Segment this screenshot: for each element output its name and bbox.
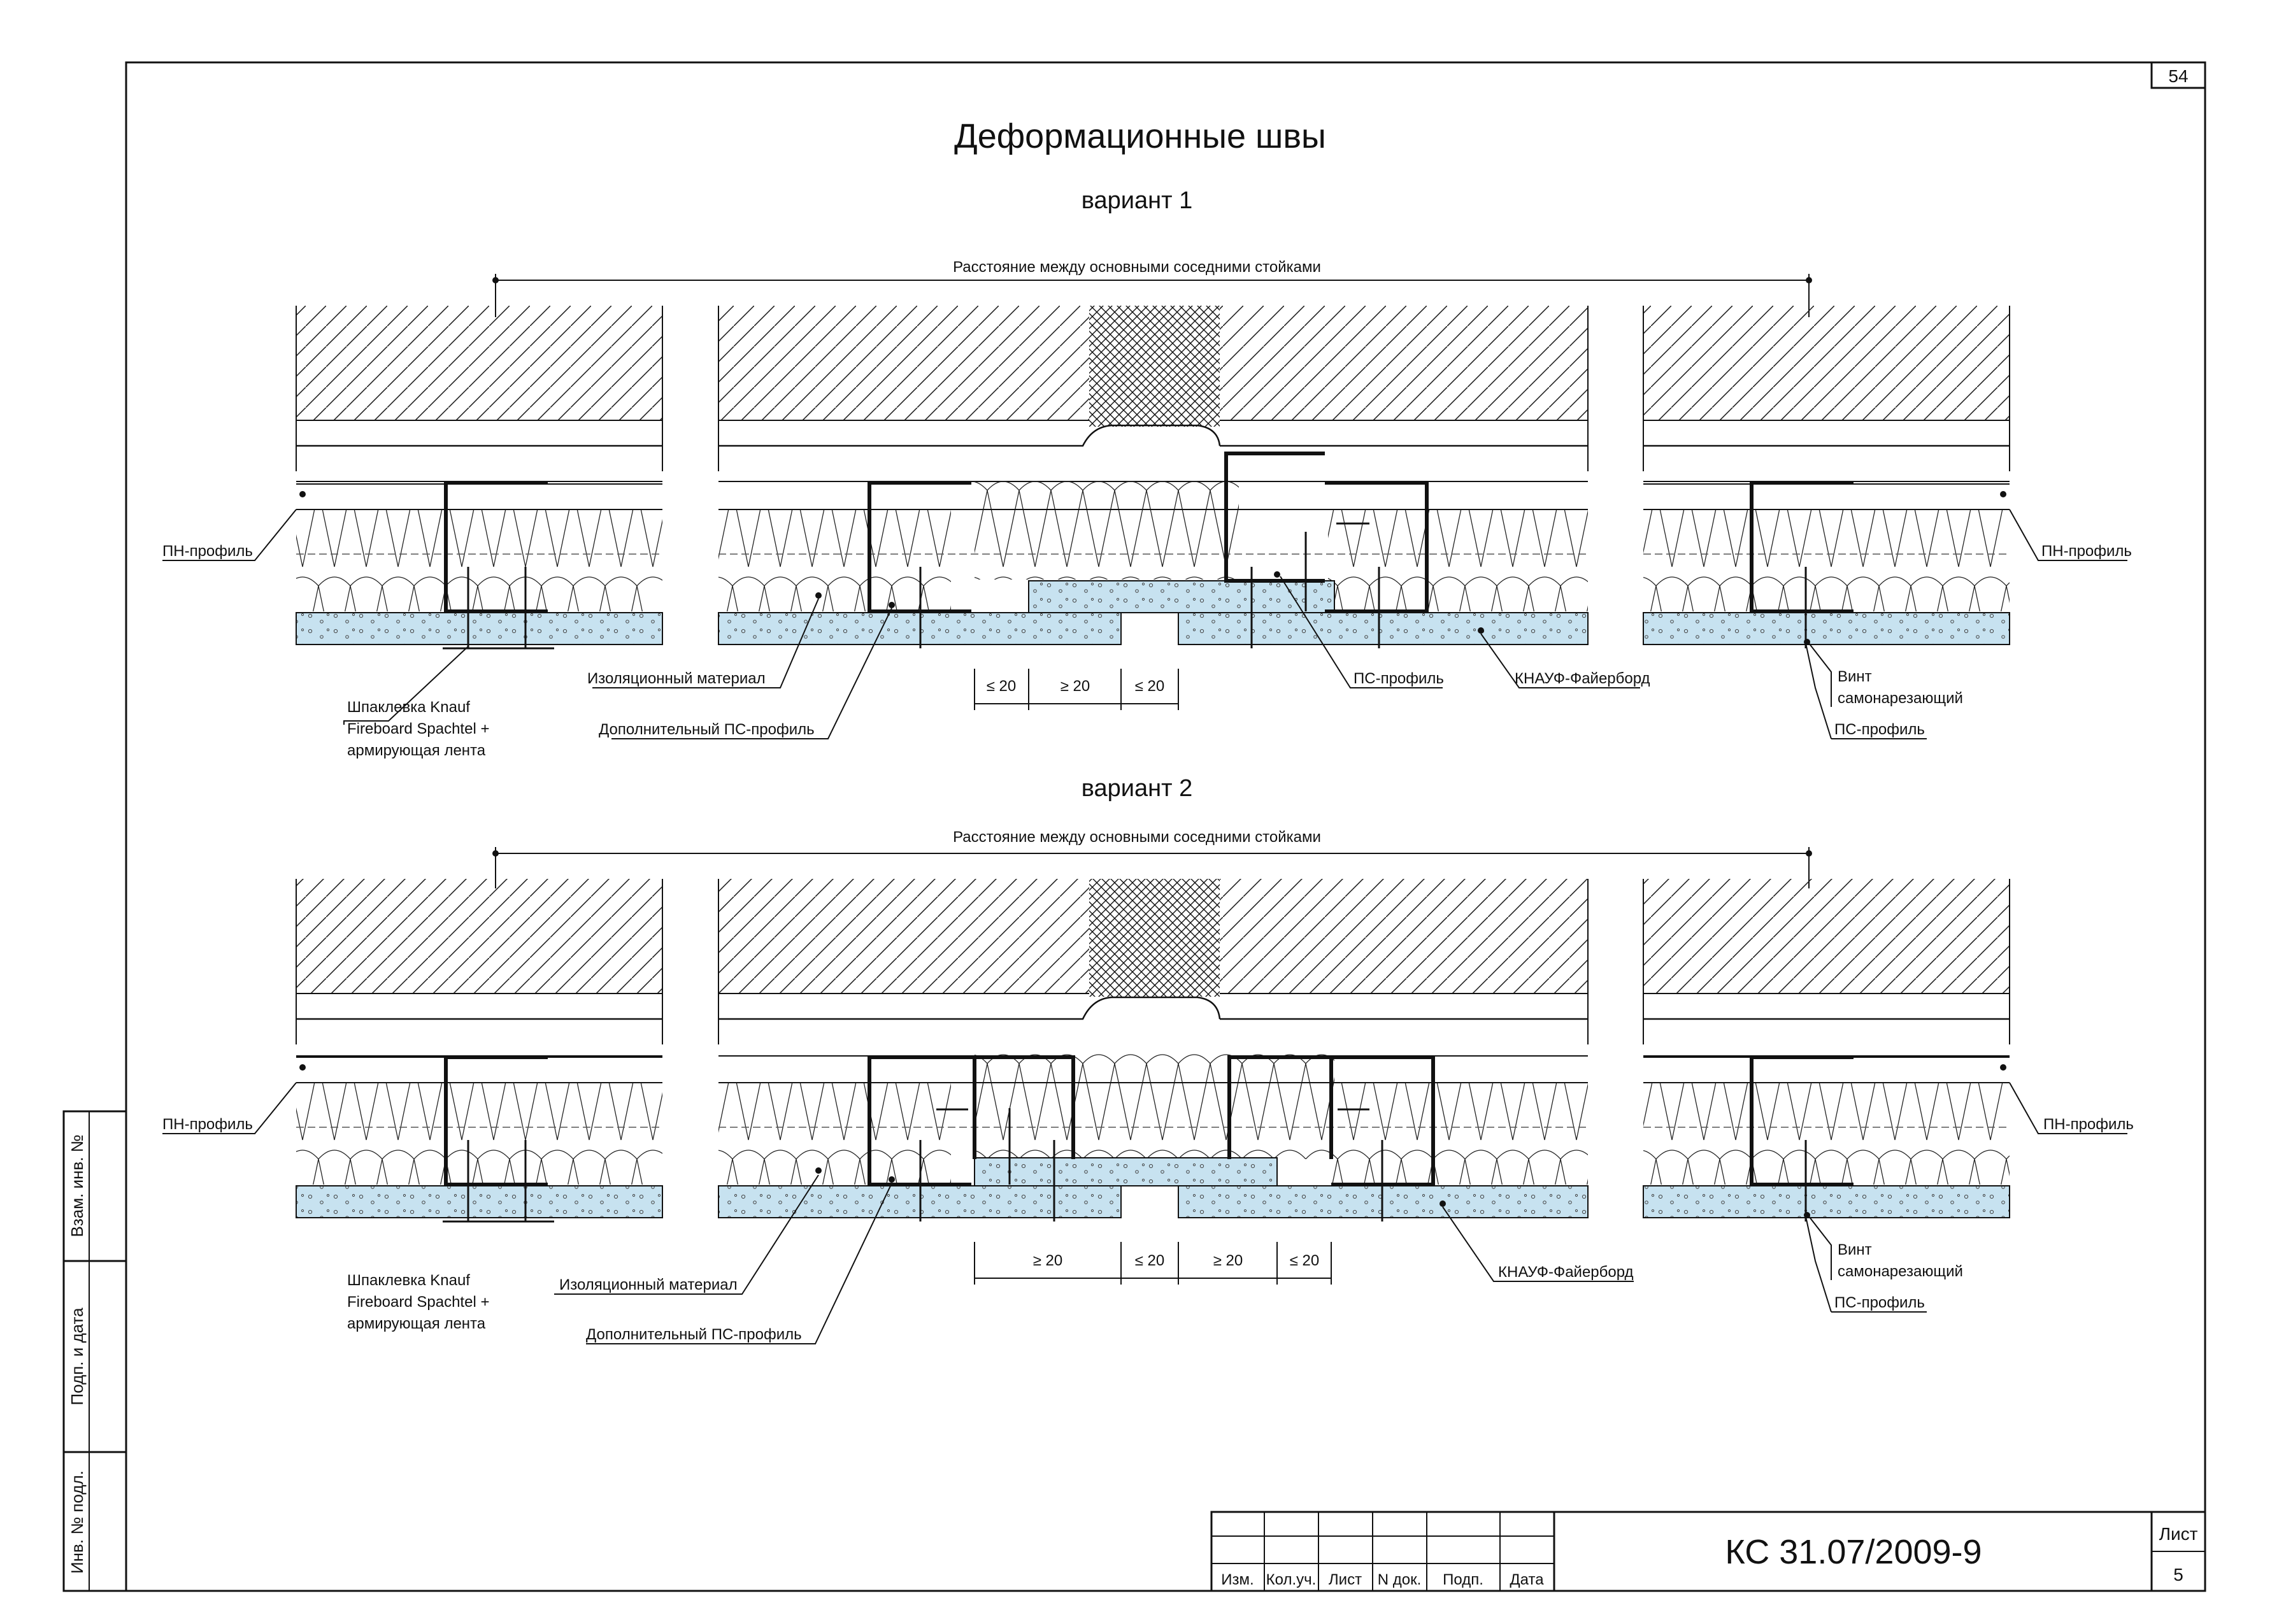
slab-middle (718, 306, 1589, 482)
variant-1: вариант 1 Расстояние между основными сос… (162, 187, 2132, 759)
leaders (162, 509, 2127, 739)
dim-1: ≥ 20 (1033, 1252, 1063, 1269)
slab-right (1643, 306, 2010, 482)
label-insulation: Изоляционный материал (587, 670, 766, 687)
overall-dimension: Расстояние между основными соседними сто… (492, 829, 1812, 888)
label-screw-1: Винт (1838, 668, 1872, 685)
dimension-label: Расстояние между основными соседними сто… (953, 259, 1321, 276)
side-stamp-label: Подп. и дата (68, 1307, 87, 1406)
dim-2: ≥ 20 (1061, 678, 1090, 695)
label-insulation: Изоляционный материал (559, 1276, 738, 1293)
leader-dots (299, 1064, 2006, 1218)
side-stamp-label: Инв. № подл. (68, 1471, 87, 1574)
dim-3: ≥ 20 (1213, 1252, 1243, 1269)
tb-header: Кол.уч. (1266, 1571, 1317, 1588)
label-ps-right: ПС-профиль (1834, 721, 1925, 738)
slab-left (296, 306, 663, 482)
label-putty-2: Fireboard Spachtel + (347, 720, 489, 737)
label-extra-ps: Дополнительный ПС-профиль (599, 721, 815, 738)
label-extra-ps: Дополнительный ПС-профиль (586, 1326, 802, 1343)
label-putty-1: Шпаклевка Knauf (347, 699, 470, 716)
sheet-number: 5 (2173, 1565, 2183, 1585)
title-block: Изм. Кол.уч. Лист N док. Подп. Дата КС 3… (1210, 1511, 2206, 1592)
page-title: Деформационные швы (954, 117, 1326, 155)
slab-middle (718, 879, 1589, 1057)
label-screw-2: самонарезающий (1838, 690, 1963, 707)
sheet-label: Лист (2159, 1524, 2198, 1544)
slab-right (1643, 879, 2010, 1057)
tb-header: Дата (1510, 1571, 1544, 1588)
dim-2: ≤ 20 (1135, 1252, 1165, 1269)
variant-2: вариант 2 Расстояние между основными сос… (162, 775, 2134, 1344)
label-board: КНАУФ-Файерборд (1498, 1264, 1634, 1281)
side-stamp-label: Взам. инв. № (68, 1134, 87, 1237)
side-stamp: Взам. инв. № Подп. и дата Инв. № подл. (62, 1110, 127, 1592)
page-number-box: 54 (2150, 61, 2206, 89)
overall-dimension: Расстояние между основными соседними сто… (492, 259, 1812, 317)
document-code: КС 31.07/2009-9 (1725, 1533, 1982, 1571)
screws (467, 522, 1807, 648)
label-putty-1: Шпаклевка Knauf (347, 1272, 470, 1289)
screws (467, 1108, 1807, 1222)
dim-1: ≤ 20 (987, 678, 1017, 695)
label-board: КНАУФ-Файерборд (1515, 670, 1650, 687)
leader-dots (299, 491, 2006, 645)
insulation-layer (296, 474, 2010, 611)
tb-header: N док. (1378, 1571, 1422, 1588)
gap-dimensions: ≥ 20 ≤ 20 ≥ 20 ≤ 20 (974, 1242, 1332, 1285)
tb-header: Подп. (1443, 1571, 1483, 1588)
label-ps-center: ПС-профиль (1354, 670, 1444, 687)
tb-header: Изм. (1221, 1571, 1254, 1588)
dimension-label: Расстояние между основными соседними сто… (953, 829, 1321, 846)
slab-left (296, 879, 663, 1057)
gap-dimensions: ≤ 20 ≥ 20 ≤ 20 (974, 669, 1179, 710)
sheet-frame (125, 61, 2206, 1592)
label-ps-right: ПС-профиль (1834, 1294, 1925, 1311)
label-screw-2: самонарезающий (1838, 1263, 1963, 1280)
dim-4: ≤ 20 (1290, 1252, 1320, 1269)
variant-2-heading: вариант 2 (1082, 775, 1192, 802)
label-pn-right: ПН-профиль (2041, 543, 2132, 560)
label-putty-3: армирующая лента (347, 1315, 486, 1332)
label-screw-1: Винт (1838, 1241, 1872, 1258)
label-pn-right: ПН-профиль (2043, 1116, 2134, 1133)
dim-3: ≤ 20 (1135, 678, 1165, 695)
page-number: 54 (2168, 66, 2188, 86)
tb-header: Лист (1329, 1571, 1362, 1588)
label-pn-left: ПН-профиль (162, 543, 253, 560)
insulation-layer (296, 1054, 2010, 1185)
variant-1-heading: вариант 1 (1082, 187, 1192, 214)
leaders (162, 1082, 2127, 1344)
label-putty-2: Fireboard Spachtel + (347, 1293, 489, 1311)
label-pn-left: ПН-профиль (162, 1116, 253, 1133)
label-putty-3: армирующая лента (347, 742, 486, 759)
